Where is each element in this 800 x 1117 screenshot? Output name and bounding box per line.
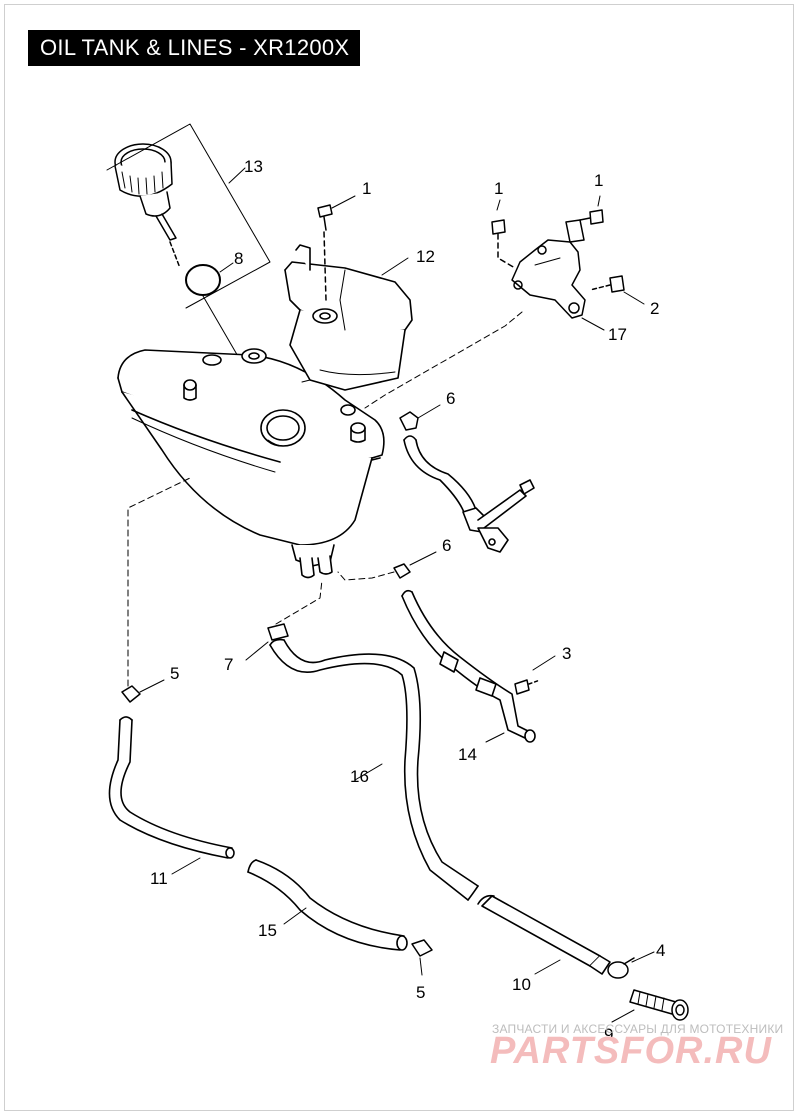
mount-bracket-part [511, 219, 586, 319]
clamp-part-6a [399, 411, 419, 431]
oil-tank-part [117, 348, 385, 579]
callout-1: 1 [594, 171, 603, 190]
callout-6: 6 [446, 389, 455, 408]
callout-17: 17 [608, 325, 627, 344]
filter-hose-part [477, 894, 611, 975]
bolt-part-1a [317, 204, 333, 301]
bolt-part-1c [579, 209, 604, 225]
watermark-tagline: ЗАПЧАСТИ И АКСЕССУАРЫ ДЛЯ МОТОТЕХНИКИ [492, 1022, 784, 1036]
breather-hose-part [403, 435, 535, 553]
callout-1: 1 [362, 179, 371, 198]
clamp-part-5b [411, 939, 433, 957]
clamp-part-6b [337, 563, 411, 581]
reservoir-part [284, 244, 413, 391]
callout-1: 1 [494, 179, 503, 198]
diagram-frame [4, 4, 794, 1111]
callout-6: 6 [442, 536, 451, 555]
callout-5: 5 [170, 664, 179, 683]
drain-hose-part [247, 859, 408, 951]
callout-16: 16 [350, 767, 369, 786]
fitting-part-7 [267, 579, 323, 641]
clamp-part-4 [607, 957, 635, 979]
bolt-part-1b [491, 219, 516, 269]
callout-3: 3 [562, 644, 571, 663]
callout-10: 10 [512, 975, 531, 994]
return-hose-part [401, 589, 536, 743]
clamp-part-5a [121, 685, 141, 703]
o-ring-part [185, 264, 221, 296]
callout-2: 2 [650, 299, 659, 318]
feed-hose-part [269, 638, 479, 901]
callout-15: 15 [258, 921, 277, 940]
callout-11: 11 [150, 869, 168, 888]
callout-12: 12 [416, 247, 435, 266]
callout-4: 4 [656, 941, 665, 960]
callout-7: 7 [224, 655, 233, 674]
bolt-part-2 [589, 275, 625, 293]
screw-part-3 [514, 679, 541, 695]
callout-13: 13 [244, 157, 263, 176]
callout-9: 9 [604, 1025, 613, 1044]
page-title: OIL TANK & LINES - XR1200X [28, 30, 360, 66]
callout-5: 5 [416, 983, 425, 1002]
vent-hose-part [108, 716, 235, 859]
fitting-part-9 [629, 989, 689, 1021]
filler-cap-part [114, 143, 181, 269]
callout-8: 8 [234, 249, 243, 268]
callout-14: 14 [458, 745, 477, 764]
watermark-logo: PARTSFOR.RU [490, 1030, 772, 1072]
